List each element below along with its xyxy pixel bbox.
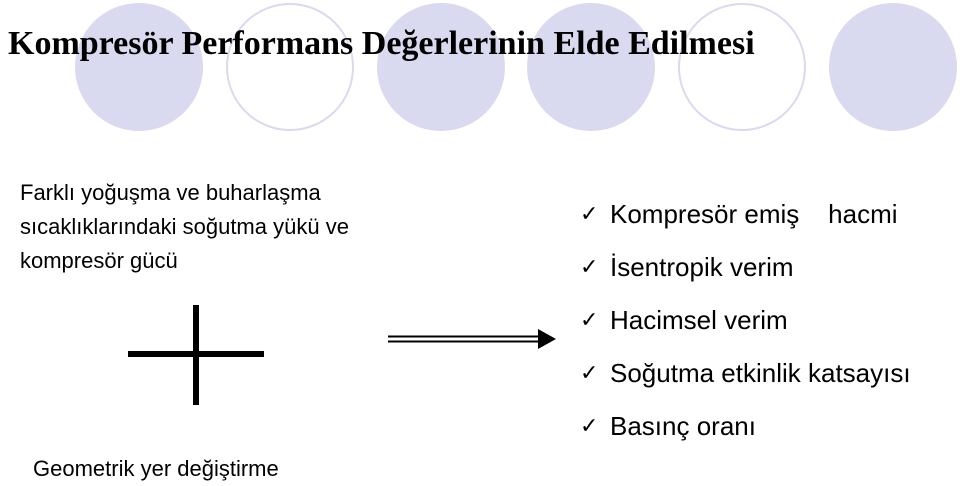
list-item: ✓ Hacimsel verim bbox=[580, 302, 911, 355]
bottom-label: Geometrik yer değiştirme bbox=[33, 456, 279, 481]
list-item: ✓ Kompresör emiş hacmi bbox=[580, 196, 911, 249]
decorative-circle-6 bbox=[829, 3, 957, 131]
left-description-line-2: sıcaklıklarındaki soğutma yükü ve bbox=[20, 214, 349, 239]
decorative-circle-3 bbox=[377, 3, 505, 131]
list-item: ✓ Soğutma etkinlik katsayısı bbox=[580, 355, 911, 408]
bullet-text: Soğutma etkinlik katsayısı bbox=[610, 358, 911, 388]
plus-vertical-bar bbox=[193, 305, 199, 405]
left-description-line-1: Farklı yoğuşma ve buharlaşma bbox=[20, 180, 321, 205]
right-arrow-icon bbox=[388, 329, 556, 349]
checkmark-icon: ✓ bbox=[580, 254, 599, 279]
bullet-text: Kompresör emiş hacmi bbox=[610, 199, 898, 229]
left-description-line-3: kompresör gücü bbox=[20, 248, 178, 273]
bullet-text: İsentropik verim bbox=[610, 252, 794, 282]
checkmark-icon: ✓ bbox=[580, 307, 599, 332]
decorative-circle-2 bbox=[226, 3, 354, 131]
bullet-text: Hacimsel verim bbox=[610, 305, 788, 335]
list-item: ✓ Basınç oranı bbox=[580, 408, 911, 461]
decorative-circle-5 bbox=[678, 3, 806, 131]
decorative-circle-4 bbox=[527, 3, 655, 131]
left-description: Farklı yoğuşma ve buharlaşma sıcaklıklar… bbox=[20, 176, 440, 278]
page-title: Kompresör Performans Değerlerinin Elde E… bbox=[8, 25, 755, 62]
list-item: ✓ İsentropik verim bbox=[580, 249, 911, 302]
bullet-text: Basınç oranı bbox=[610, 411, 756, 441]
plus-icon bbox=[128, 305, 264, 405]
bullet-list: ✓Kompresör emiş hacmi ✓İsentropik verim … bbox=[580, 196, 911, 461]
checkmark-icon: ✓ bbox=[580, 413, 599, 438]
decorative-circle-1 bbox=[75, 3, 203, 131]
checkmark-icon: ✓ bbox=[580, 360, 599, 385]
checkmark-icon: ✓ bbox=[580, 201, 599, 226]
